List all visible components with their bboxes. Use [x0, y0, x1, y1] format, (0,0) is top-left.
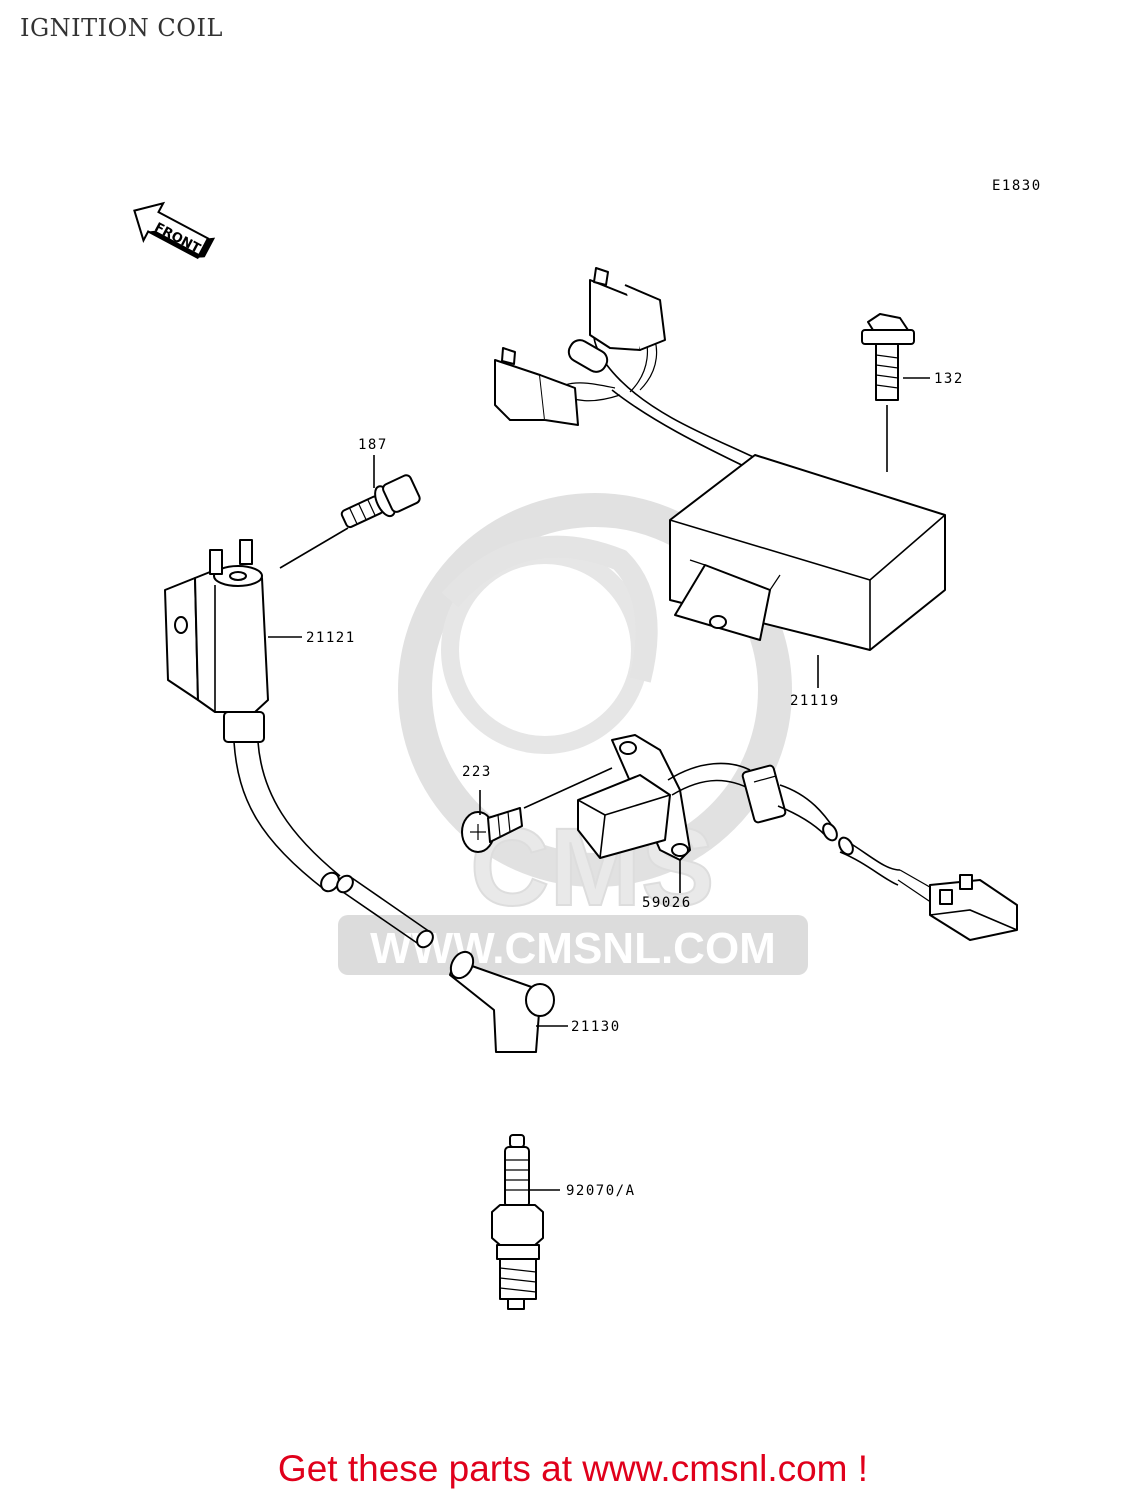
plug-cap-21130 — [449, 950, 568, 1053]
part-label-223: 223 — [462, 764, 492, 780]
footer-cta-link[interactable]: Get these parts at www.cmsnl.com ! — [277, 1448, 869, 1489]
part-label-21121: 21121 — [306, 630, 356, 646]
screw-223 — [461, 767, 613, 853]
pickup-coil-59026 — [577, 734, 1018, 941]
bolt-132 — [861, 313, 915, 472]
part-label-21130: 21130 — [571, 1019, 621, 1035]
part-label-132: 132 — [934, 371, 964, 387]
part-label-59026: 59026 — [642, 895, 692, 911]
spark-plug-92070 — [491, 1134, 560, 1310]
cdi-unit-21119 — [494, 267, 946, 651]
front-arrow-icon: FRONT — [133, 201, 216, 260]
part-label-187: 187 — [358, 437, 388, 453]
parts-diagram: CMS WWW.CMSNL.COM E1830 FRONT — [133, 178, 1042, 1310]
part-label-92070: 92070/A — [566, 1183, 636, 1199]
diagram-code: E1830 — [992, 178, 1042, 194]
part-label-21119: 21119 — [790, 693, 840, 709]
watermark-url: WWW.CMSNL.COM — [370, 924, 776, 973]
ignition-coil-21121 — [164, 539, 434, 949]
bolt-187 — [340, 474, 421, 529]
page-title: IGNITION COIL — [20, 14, 223, 42]
